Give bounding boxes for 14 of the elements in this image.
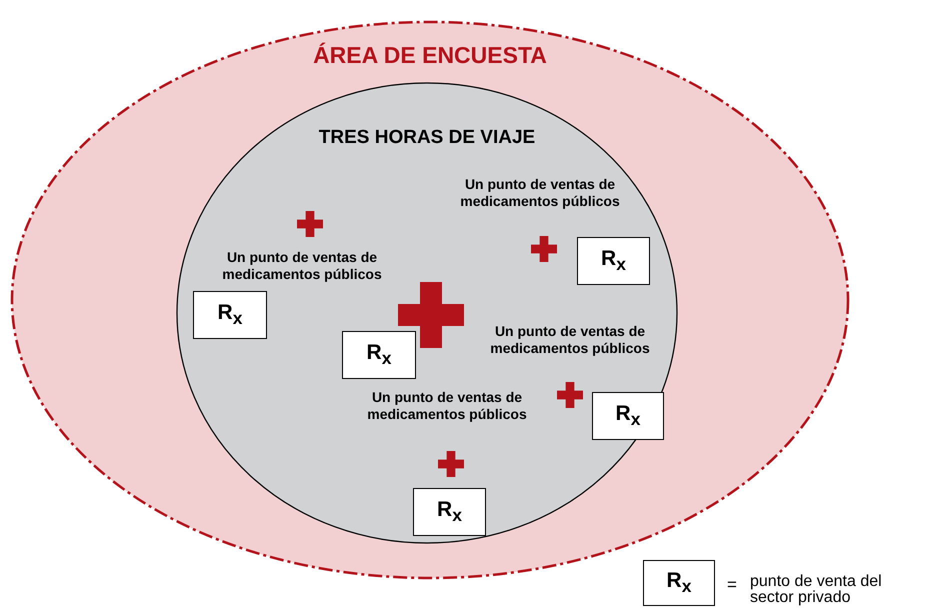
outlet-label: Un punto de ventas de medicamentos públicos <box>459 176 621 210</box>
pharmacy-box: R$_{x}$ <box>643 560 715 606</box>
area-heading: ÁREA DE ENCUESTA <box>313 42 547 69</box>
outlet-label: Un punto de ventas de medicamentos públicos <box>221 249 383 283</box>
pharmacy-box: R$_{x}$ <box>413 488 486 536</box>
pharmacy-box: R$_{x}$ <box>193 291 267 339</box>
pharmacy-box: R$_{x}$ <box>592 392 664 440</box>
pharmacy-box: R$_{x}$ <box>577 237 650 285</box>
outlet-label: Un punto de ventas de medicamentos públicos <box>366 389 528 423</box>
pharmacy-box: R$_{x}$ <box>342 331 416 379</box>
equals-sign: = <box>726 576 738 593</box>
outlet-label: Un punto de ventas de medicamentos públicos <box>489 323 651 357</box>
legend-text: punto de venta del sector privado <box>750 574 883 606</box>
zone-heading: TRES HORAS DE VIAJE <box>318 127 536 149</box>
